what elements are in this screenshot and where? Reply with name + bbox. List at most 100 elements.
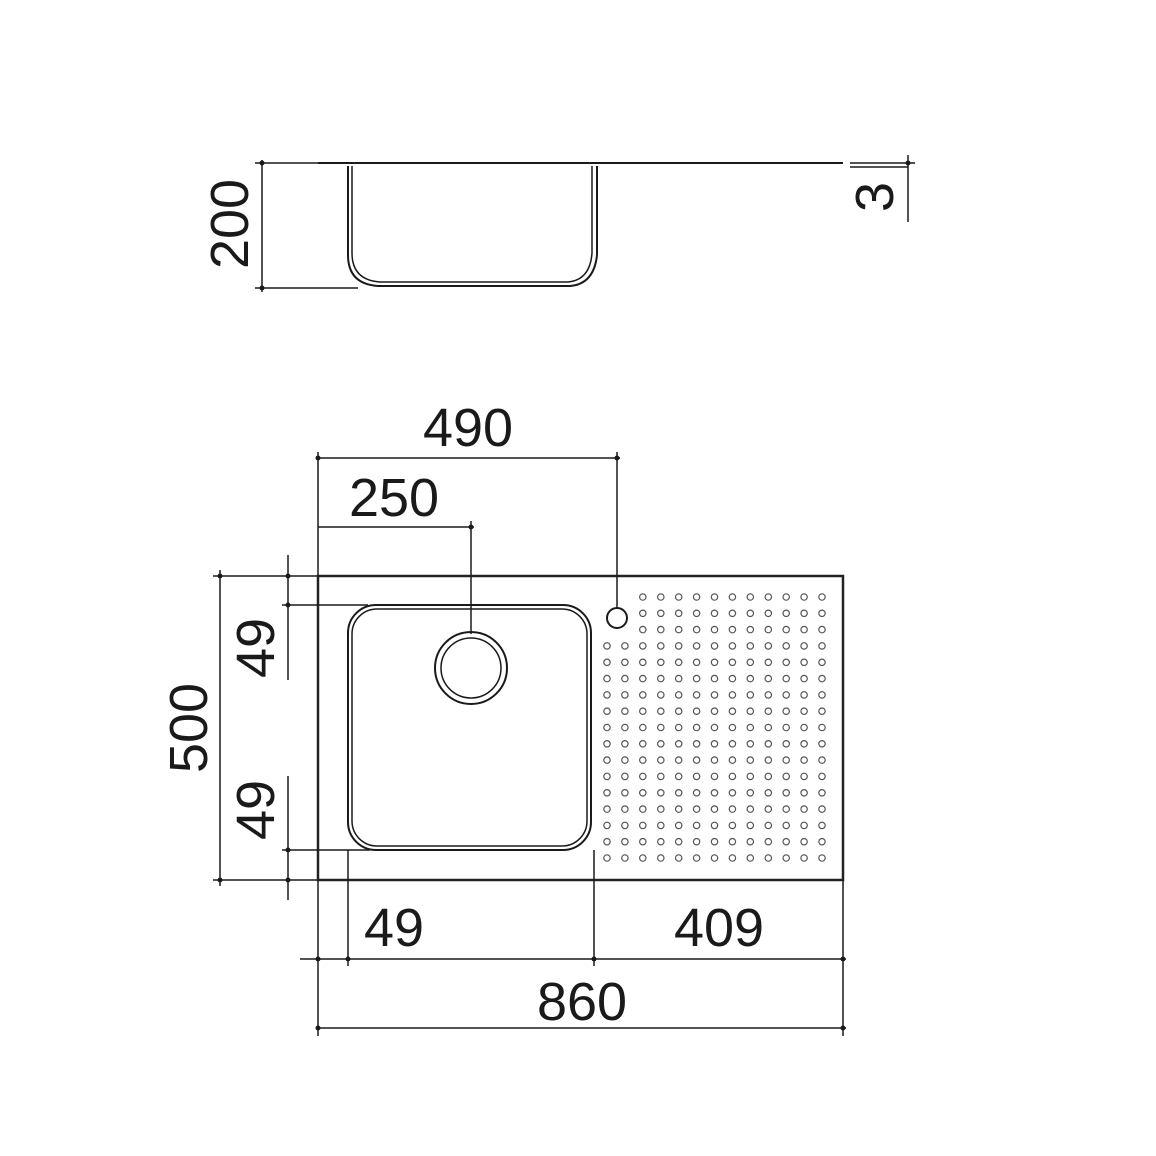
drainer-dot [674,837,683,846]
drainer-dot [638,788,647,797]
drainer-dot [782,837,791,846]
drainer-dot [800,854,808,862]
drainer-dot [746,609,755,618]
drainer-dot [800,642,808,650]
drainer-dot [656,739,665,748]
drainer-dot [692,756,701,764]
drainer-dot [603,691,611,699]
drainer-dot [782,739,791,748]
drainer-dot [692,805,701,813]
drainer-dot [621,772,629,781]
dim-3-label: 3 [845,182,905,212]
drainer-dot [782,674,791,683]
drainer-dot [638,805,647,813]
drainer-dot [782,609,791,618]
drainer-dot [638,658,647,667]
drainer-dot [746,854,755,862]
dim-490-tick-right [614,455,620,461]
drainer-dot [818,805,826,813]
dim-49-top-tick-a [285,573,291,579]
drainer-dot [692,739,701,748]
drainer-dot [710,593,719,601]
dim-409-label: 409 [674,898,764,958]
dim-49-bottom-label: 49 [226,780,286,840]
drainer-dot [638,739,647,748]
dim-49-top-label: 49 [226,618,286,678]
drainer-dot [782,707,791,716]
bowl-outer [347,604,592,851]
drainer-dot [710,658,719,667]
drainer-dot [818,723,826,732]
drainer-dot [782,723,791,732]
drain-inner [440,637,502,699]
drainer-dot [764,593,773,601]
drainer-dot [782,772,791,781]
drainer-dot [800,739,808,748]
drainer-dot [728,691,737,699]
drainer-dot [746,837,755,846]
drainer-dot [674,658,683,667]
drainer-dot [746,739,755,748]
drainer-dot [656,837,665,846]
drainer-dot [692,593,701,601]
tap-hole [606,607,628,629]
drainer-dot [603,658,611,667]
drainer-dot [800,609,808,618]
drainer-dot [800,821,808,830]
drainer-dot [764,707,773,716]
dim-490-tick-left [315,455,321,461]
drainer-dot [638,854,647,862]
drainer-dot [710,756,719,764]
drainer-dot [800,691,808,699]
drainer-dot [621,674,629,683]
dim-860-label: 860 [537,972,627,1032]
drainer-dot [674,788,683,797]
drainer-dot [818,625,826,634]
drainer-dot [782,593,791,601]
drainer-dot [818,609,826,618]
drainer-dot [710,723,719,732]
drainer-dot [674,821,683,830]
drainer-dot [656,805,665,813]
drainer-dot [710,625,719,634]
drainer-dot [800,674,808,683]
drainer-dot [728,642,737,650]
drainer-dot [728,723,737,732]
drainer-dot [764,625,773,634]
dim-860-tick-right [840,1025,846,1031]
drainer-dot [656,691,665,699]
drainer-dot [603,739,611,748]
drainer-dot [710,772,719,781]
drainer-dot [674,756,683,764]
drainer-dot [818,691,826,699]
dim-200-tick-top [259,160,265,166]
drainer-dot [692,707,701,716]
drainer-dot [674,593,683,601]
drainer-dot [674,723,683,732]
drainer-dot [621,723,629,732]
drainer-dot [728,609,737,618]
dim-49-bottom-tick-a [285,847,291,853]
drainer-dot [746,642,755,650]
sink-outline [316,574,845,882]
drainer-dot [728,674,737,683]
drainer-dot [782,821,791,830]
drainer-dot [746,707,755,716]
drainer-dot [674,691,683,699]
drainer-dot [621,821,629,830]
drainer-dot [603,642,611,650]
drainer-dot [782,756,791,764]
drainer-dot [692,788,701,797]
drainer-dot [782,658,791,667]
dim-3-tick [905,160,911,166]
drainer-dot [746,756,755,764]
drainer-dot [710,691,719,699]
drainer-dot [764,788,773,797]
drainer-dot [692,837,701,846]
drainer-dot [800,658,808,667]
drainer-dot [764,658,773,667]
drainer-dot [746,691,755,699]
drainer-dot [800,788,808,797]
drainer-dot [603,772,611,781]
